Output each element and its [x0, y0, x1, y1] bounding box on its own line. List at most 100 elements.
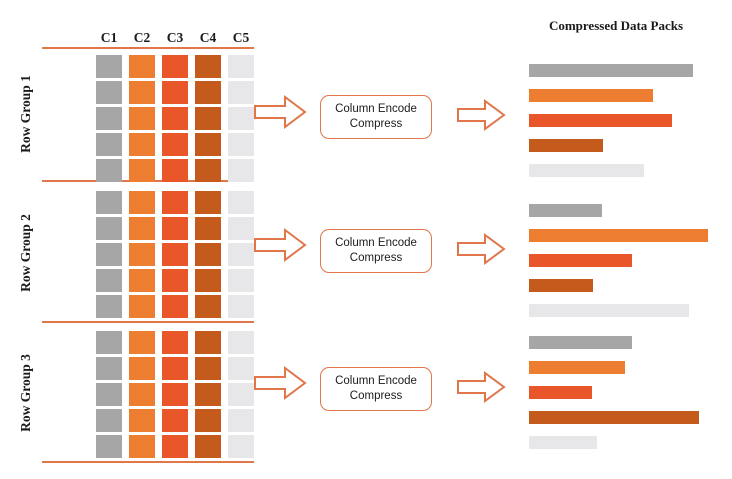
cell-c5	[228, 357, 254, 380]
column-header-c3: C3	[166, 30, 184, 45]
cell-c3	[162, 217, 188, 240]
table-row	[96, 331, 261, 354]
bar-slot-c4	[529, 411, 699, 424]
row-group-2-grid	[96, 191, 261, 321]
group-separator-top	[42, 47, 254, 49]
row-group-3-grid	[96, 331, 261, 461]
cell-c4	[195, 243, 221, 266]
table-row	[96, 409, 261, 432]
cell-c3	[162, 357, 188, 380]
process-box-3[interactable]: Column Encode Compress	[320, 367, 432, 411]
bar-slot-c3	[529, 386, 699, 399]
cell-c2	[129, 159, 155, 182]
pack-bar-c1	[529, 336, 632, 349]
cell-c3	[162, 409, 188, 432]
table-row	[96, 107, 261, 130]
table-row	[96, 217, 261, 240]
table-row	[96, 269, 261, 292]
cell-c2	[129, 217, 155, 240]
pack-bar-c2	[529, 89, 653, 102]
packs-group-1	[529, 64, 693, 189]
cell-c4	[195, 81, 221, 104]
table-row	[96, 383, 261, 406]
pack-bar-c4	[529, 411, 699, 424]
bar-slot-c2	[529, 361, 699, 374]
table-row	[96, 159, 261, 182]
cell-c1	[96, 409, 122, 432]
cell-c1	[96, 107, 122, 130]
table-row	[96, 55, 261, 78]
cell-c2	[129, 409, 155, 432]
bar-slot-c2	[529, 89, 693, 102]
pack-bar-c5	[529, 436, 597, 449]
process-box-line1: Column Encode	[335, 375, 417, 387]
cell-c4	[195, 107, 221, 130]
cell-c4	[195, 191, 221, 214]
bar-slot-c1	[529, 204, 708, 217]
cell-c1	[96, 269, 122, 292]
cell-c5	[228, 81, 254, 104]
column-header-c2: C2	[133, 30, 151, 45]
cell-c2	[129, 295, 155, 318]
bar-slot-c4	[529, 139, 693, 152]
arrow-right-icon	[456, 99, 506, 131]
cell-c3	[162, 435, 188, 458]
arrow-right-icon	[456, 371, 506, 403]
cell-c2	[129, 55, 155, 78]
cell-c1	[96, 159, 122, 182]
group-separator-2	[42, 321, 254, 323]
process-box-line2: Compress	[349, 390, 403, 402]
pack-bar-c1	[529, 64, 693, 77]
bar-slot-c5	[529, 304, 708, 317]
cell-c5	[228, 191, 254, 214]
cell-c4	[195, 357, 221, 380]
cell-c3	[162, 269, 188, 292]
bar-slot-c4	[529, 279, 708, 292]
table-row	[96, 81, 261, 104]
cell-c1	[96, 357, 122, 380]
cell-c3	[162, 331, 188, 354]
cell-c5	[228, 243, 254, 266]
cell-c3	[162, 107, 188, 130]
cell-c3	[162, 295, 188, 318]
pack-bar-c4	[529, 279, 593, 292]
packs-group-2	[529, 204, 708, 329]
pack-bar-c5	[529, 304, 689, 317]
cell-c4	[195, 55, 221, 78]
cell-c1	[96, 295, 122, 318]
cell-c4	[195, 133, 221, 156]
cell-c2	[129, 81, 155, 104]
process-box-1[interactable]: Column Encode Compress	[320, 95, 432, 139]
cell-c5	[228, 159, 254, 182]
compressed-data-packs-title: Compressed Data Packs	[548, 18, 684, 33]
process-box-2[interactable]: Column Encode Compress	[320, 229, 432, 273]
column-header-c1: C1	[100, 30, 118, 45]
cell-c2	[129, 331, 155, 354]
cell-c1	[96, 243, 122, 266]
cell-c4	[195, 331, 221, 354]
cell-c4	[195, 159, 221, 182]
row-group-1-grid	[96, 55, 261, 185]
table-row	[96, 191, 261, 214]
cell-c3	[162, 159, 188, 182]
cell-c5	[228, 133, 254, 156]
column-header-row: C1 C2 C3 C4 C5	[96, 29, 261, 47]
cell-c5	[228, 295, 254, 318]
cell-c4	[195, 269, 221, 292]
cell-c4	[195, 295, 221, 318]
cell-c3	[162, 55, 188, 78]
cell-c3	[162, 383, 188, 406]
cell-c3	[162, 81, 188, 104]
pack-bar-c5	[529, 164, 644, 177]
pack-bar-c2	[529, 361, 625, 374]
pack-bar-c2	[529, 229, 708, 242]
packs-group-3	[529, 336, 699, 461]
cell-c5	[228, 217, 254, 240]
cell-c1	[96, 55, 122, 78]
arrow-right-icon	[253, 95, 307, 129]
pack-bar-c3	[529, 114, 672, 127]
cell-c4	[195, 435, 221, 458]
process-box-line2: Compress	[349, 252, 403, 264]
cell-c5	[228, 107, 254, 130]
